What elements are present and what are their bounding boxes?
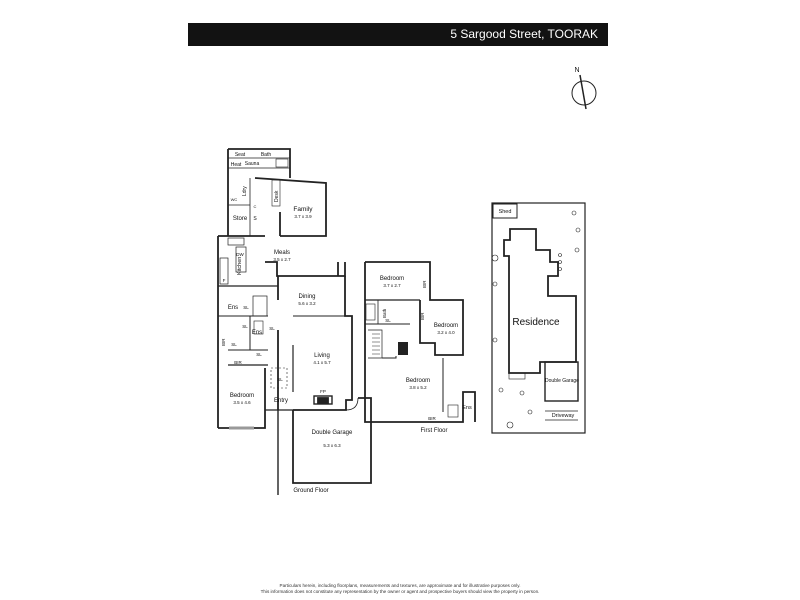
disclaimer-line-1: Particulars herein, including floorplans… — [279, 583, 521, 588]
label-shed: Shed — [499, 209, 512, 215]
ground-floor-plan — [217, 148, 372, 495]
label-heat: Heat — [231, 162, 242, 168]
label-ens-ff: Ens — [462, 405, 472, 411]
label-seat: Seat — [235, 152, 246, 158]
compass-icon: N — [571, 67, 597, 110]
site-plan — [491, 202, 586, 434]
label-dw: DW — [236, 252, 244, 257]
label-s: S — [253, 216, 257, 222]
label-bir-ff-2: BIR — [420, 312, 425, 320]
dims-meals: 3.5 x 2.7 — [273, 257, 291, 262]
label-living: Living — [314, 353, 330, 359]
label-dining: Dining — [298, 294, 315, 300]
label-ens-2: Ens — [252, 330, 262, 336]
dims-family: 3.7 x 3.9 — [294, 214, 312, 219]
label-family: Family — [293, 206, 313, 213]
label-sl-1: SL — [243, 305, 249, 310]
label-desk: Desk — [274, 190, 280, 202]
label-sl-2: SL — [242, 324, 248, 329]
label-kitchen: Kitchen — [237, 257, 243, 275]
label-f: F — [223, 278, 226, 283]
label-ldry: Ldry — [242, 186, 248, 196]
label-bedroom-ff-1: Bedroom — [380, 276, 404, 282]
ground-floor-title: Ground Floor — [293, 488, 328, 494]
label-bath: Bath — [261, 152, 272, 158]
label-sl-5: SL — [256, 352, 262, 357]
address-header: 5 Sargood Street, TOORAK — [188, 23, 608, 46]
dims-double-garage: 5.3 x 6.3 — [323, 443, 341, 448]
label-bir: BIR — [221, 338, 226, 346]
label-c: C — [254, 204, 257, 209]
disclaimer-line-2: This information does not constitute any… — [260, 589, 540, 594]
label-ens-1: Ens — [228, 305, 238, 311]
label-bir-ff-1: BIR — [422, 280, 427, 288]
label-store: Store — [233, 216, 248, 222]
dims-bedroom-ff-3: 3.8 x 5.2 — [409, 385, 427, 390]
label-bedroom-ff-3: Bedroom — [406, 378, 430, 384]
label-residence: Residence — [512, 317, 560, 328]
dims-bedroom-ff-2: 3.2 x 4.0 — [437, 330, 455, 335]
compass-north-label: N — [574, 67, 579, 74]
label-meals: Meals — [274, 250, 290, 256]
label-bedroom-ground: Bedroom — [230, 393, 254, 399]
label-sauna: Sauna — [245, 161, 260, 167]
disclaimer: Particulars herein, including floorplans… — [200, 583, 600, 595]
label-driveway: Driveway — [552, 413, 575, 419]
site-plan-labels: Shed Residence Double Garage Driveway — [499, 209, 580, 419]
label-sl-3: SL — [269, 326, 275, 331]
label-bir-2: BIR — [234, 360, 242, 365]
first-floor-labels: Bedroom 3.7 x 2.7 BIR Bath BIR SL Bedroo… — [380, 276, 472, 434]
dims-bedroom-ground: 3.5 x 4.6 — [233, 400, 251, 405]
first-floor-title: First Floor — [421, 428, 448, 434]
label-wc: WC — [231, 197, 238, 202]
label-site-garage: Double Garage — [545, 378, 579, 384]
label-sl-entry: SL — [277, 377, 283, 382]
first-floor-plan — [364, 261, 476, 423]
label-sl-ff: SL — [385, 318, 391, 323]
label-bedroom-ff-2: Bedroom — [434, 323, 458, 329]
label-sl-4: SL — [231, 342, 237, 347]
label-bir-ff-3: BIR — [428, 416, 436, 421]
label-fp: FP — [320, 389, 326, 394]
dims-living: 4.1 x 5.7 — [313, 360, 331, 365]
address-text: 5 Sargood Street, TOORAK — [450, 27, 598, 41]
dims-dining: 5.6 x 3.2 — [298, 301, 316, 306]
label-bath-ff: Bath — [382, 308, 387, 318]
label-double-garage: Double Garage — [312, 430, 353, 436]
dims-bedroom-ff-1: 3.7 x 2.7 — [383, 283, 401, 288]
ground-floor-labels: Seat Bath Heat Sauna Ldry Desk WC C Stor… — [221, 152, 353, 494]
label-entry: Entry — [274, 398, 288, 404]
